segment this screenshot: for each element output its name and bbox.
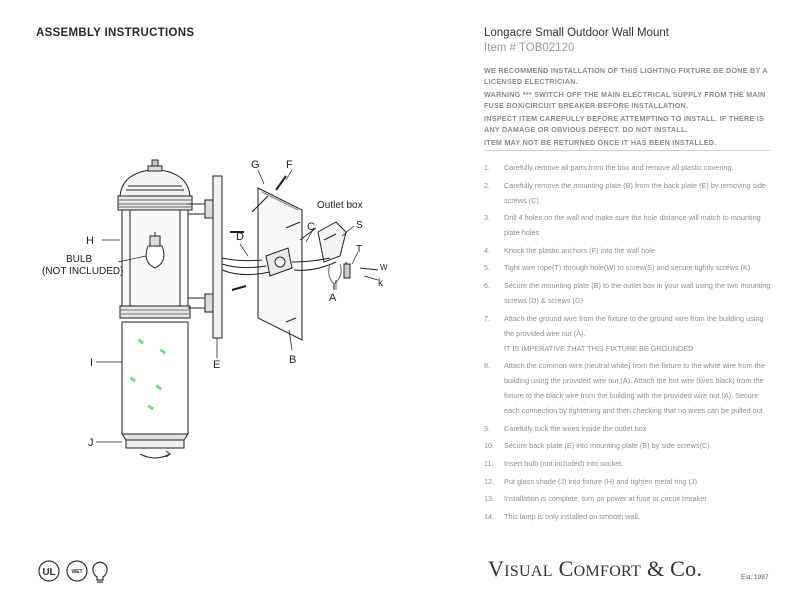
ul-listed-icon: UL xyxy=(38,560,60,582)
step-item: 2. Carefully remove the mounting plate (B… xyxy=(484,178,774,208)
step-number: 12. xyxy=(484,476,495,486)
label-c: C xyxy=(307,221,315,233)
step-item: 5. Tight wire rope(T) through hole(W) to … xyxy=(484,260,774,275)
step-item: 13. Installation is complete, turn on pow… xyxy=(484,491,774,506)
label-d: D xyxy=(236,231,244,243)
step-item: 3. Drill 4 holes on the wall and make sur… xyxy=(484,210,774,240)
step-number: 4. xyxy=(484,245,491,255)
step-item: 14. This lamp is only installed on smooth… xyxy=(484,509,774,524)
label-w: W xyxy=(380,263,388,272)
warning-electrician: WE RECOMMEND INSTALLATION OF THIS LIGHTI… xyxy=(484,66,768,86)
warnings-block: WE RECOMMEND INSTALLATION OF THIS LIGHTI… xyxy=(484,65,774,150)
step-item: 9. Carefully tuck the wires inside the ou… xyxy=(484,421,774,436)
certification-marks: UL WET xyxy=(38,560,108,583)
step-item: 8. Attach the common wire (neutral white)… xyxy=(484,358,774,418)
label-bulb: BULB xyxy=(66,254,92,265)
step-number: 9. xyxy=(484,423,491,433)
product-title: Longacre Small Outdoor Wall Mount xyxy=(484,27,669,39)
wet-location-icon: WET xyxy=(66,560,88,582)
diagram-panel: ASSEMBLY INSTRUCTIONS xyxy=(36,27,388,583)
step-text: Knock the plastic anchors (F) into the w… xyxy=(504,245,655,255)
step-number: 8. xyxy=(484,361,491,371)
step-text: Attach the common wire (neutral white) f… xyxy=(504,361,765,416)
warning-inspect: INSPECT ITEM CAREFULLY BEFORE ATTEMPTING… xyxy=(484,114,765,134)
warning-power: WARNING *** SWITCH OFF THE MAIN ELECTRIC… xyxy=(484,90,766,110)
step-number: 14. xyxy=(484,511,495,521)
step-text: Carefully tuck the wires inside the outl… xyxy=(504,423,647,433)
brand-c: C xyxy=(558,556,574,581)
step-item: 11. Insert bulb (not included) into socke… xyxy=(484,456,774,471)
step-text: This lamp is only installed on smooth wa… xyxy=(504,511,640,521)
label-s: S xyxy=(356,220,363,231)
assembly-diagram: G F Outlet box C S D H BULB (NOT INCLUDE… xyxy=(42,159,388,459)
label-not-included: (NOT INCLUDED) xyxy=(42,266,123,277)
label-f: F xyxy=(286,159,293,171)
label-outlet-box: Outlet box xyxy=(317,200,363,211)
label-b: B xyxy=(289,354,296,366)
brand-logo: VISUAL COMFORT & Co. xyxy=(488,556,702,582)
step-text: Put glass shade (J) into fixture (H) and… xyxy=(504,476,698,486)
step-number: 6. xyxy=(484,280,491,290)
wet-mark-text: WET xyxy=(71,569,82,575)
step-item: 6. Secure the mounting plate (B) to the o… xyxy=(484,278,774,308)
label-j: J xyxy=(88,437,94,449)
page-heading: ASSEMBLY INSTRUCTIONS xyxy=(36,27,195,39)
brand-isual: ISUAL xyxy=(504,563,553,580)
item-number: Item # TOB02120 xyxy=(484,42,575,54)
step-text: Installation is complete, turn on power … xyxy=(504,494,707,504)
step-number: 7. xyxy=(484,313,491,323)
grounding-note: IT IS IMPERATIVE THAT THIS FIXTURE BE GR… xyxy=(504,343,694,353)
step-text: Attach the ground wire from the fixture … xyxy=(504,313,764,338)
step-text: Secure back plate (E) into mounting plat… xyxy=(504,441,712,451)
step-number: 2. xyxy=(484,180,491,190)
brand-v: V xyxy=(488,556,505,581)
brand-established: Est. 1987 xyxy=(741,574,769,581)
label-h: H xyxy=(86,235,94,247)
step-text: Carefully remove the mounting plate (B) … xyxy=(504,180,766,205)
step-number: 3. xyxy=(484,213,491,223)
step-item: 7. Attach the ground wire from the fixtur… xyxy=(484,311,774,356)
brand-omfort: OMFORT xyxy=(573,563,642,580)
label-a: A xyxy=(329,292,337,304)
step-item: 4. Knock the plastic anchors (F) into the… xyxy=(484,243,774,258)
step-item: 12. Put glass shade (J) into fixture (H) … xyxy=(484,474,774,489)
label-t: T xyxy=(356,244,362,255)
label-k: k xyxy=(378,278,384,289)
step-text: Carefully remove all parts from the box … xyxy=(504,163,734,172)
warning-no-return: ITEM MAY NOT BE RETURNED ONCE IT HAS BEE… xyxy=(484,138,717,147)
step-text: Insert bulb (not included) into socket. xyxy=(504,458,624,468)
label-i: I xyxy=(90,357,93,369)
step-text: Tight wire rope(T) through hole(W) to sc… xyxy=(504,263,751,273)
label-g: G xyxy=(251,159,260,171)
step-number: 1. xyxy=(484,163,491,172)
step-item: 10. Secure back plate (E) into mounting p… xyxy=(484,438,774,453)
steps-list: 1. Carefully remove all parts from the bo… xyxy=(484,160,774,526)
step-text: Drill 4 holes on the wall and make sure … xyxy=(504,213,761,238)
brand-amp-co: & Co. xyxy=(641,556,703,581)
bulb-icon xyxy=(92,561,108,583)
ul-mark-text: UL xyxy=(42,567,55,578)
label-e: E xyxy=(213,359,220,371)
step-text: Secure the mounting plate (B) to the out… xyxy=(504,280,771,305)
step-number: 5. xyxy=(484,263,491,273)
step-number: 11. xyxy=(484,458,494,468)
step-number: 13. xyxy=(484,494,495,504)
divider xyxy=(484,150,770,151)
step-number: 10. xyxy=(484,441,495,451)
step-item: 1. Carefully remove all parts from the bo… xyxy=(484,160,774,175)
